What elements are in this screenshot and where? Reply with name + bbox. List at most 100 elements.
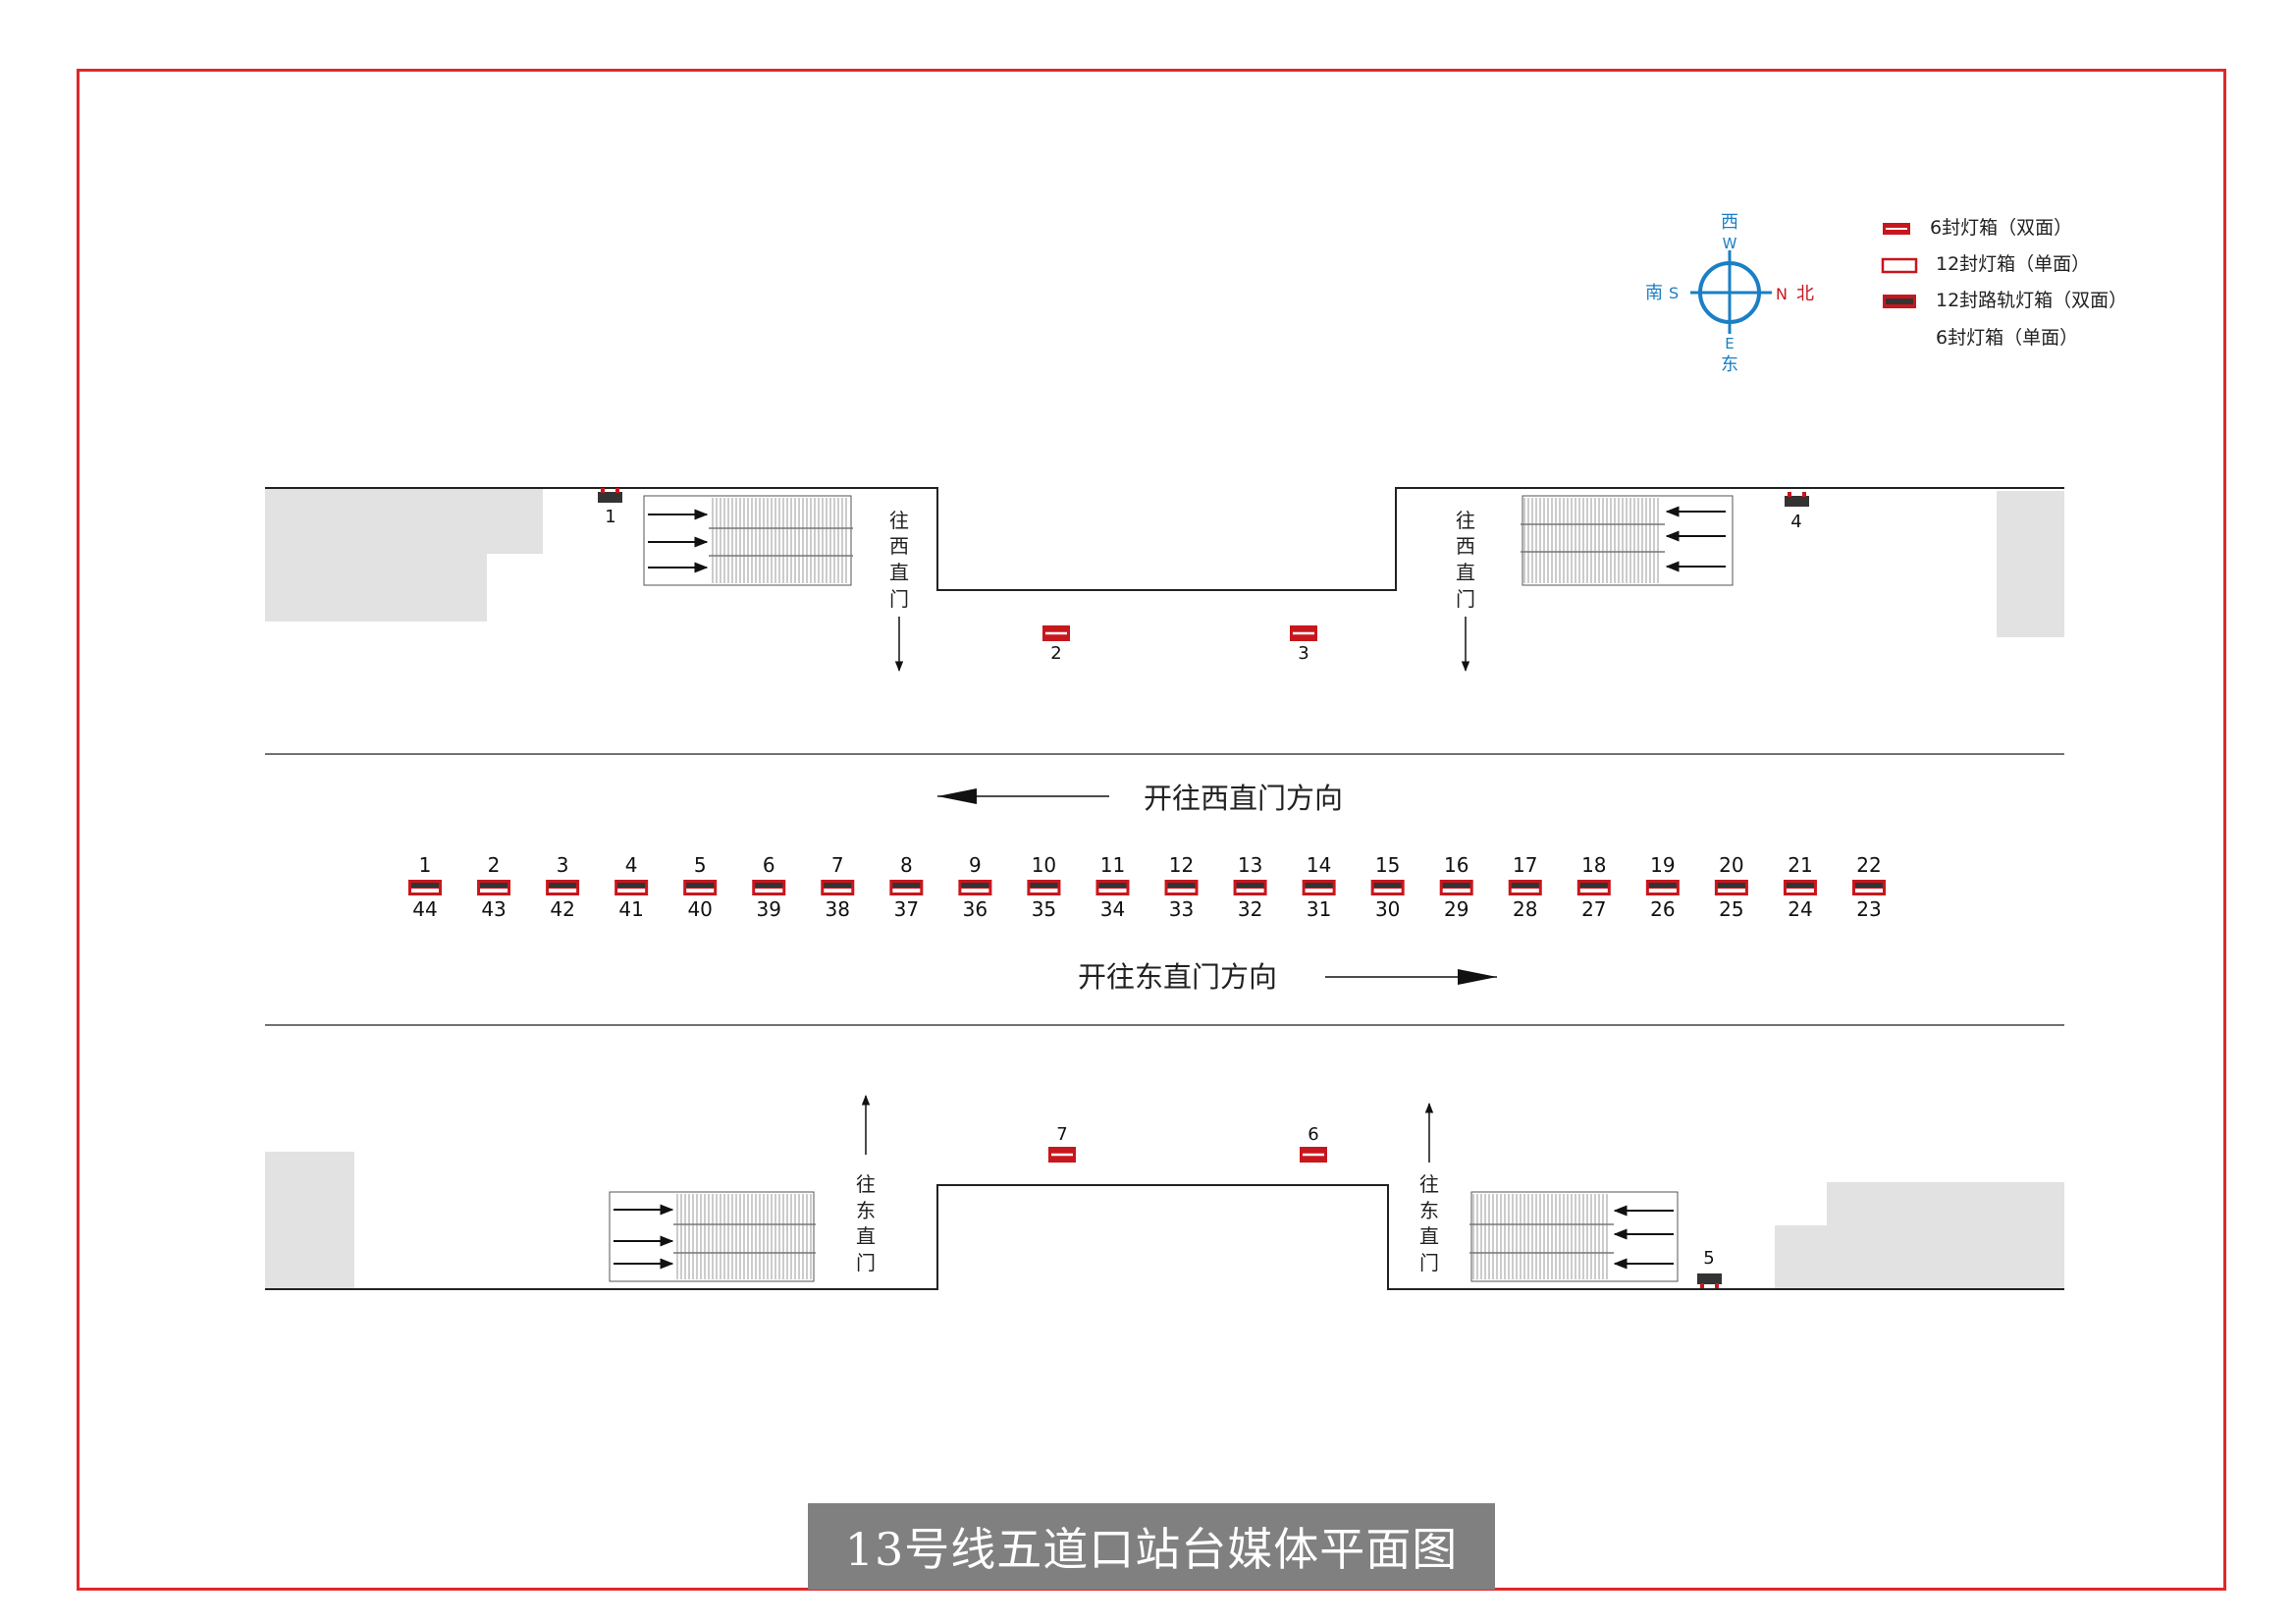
- rail-lightbox-gap: [1236, 889, 1264, 893]
- rail-lightbox-face: [1648, 883, 1677, 888]
- rail-lightbox-face: [1167, 883, 1196, 888]
- track-number-top: 2: [488, 853, 501, 877]
- rail-lightbox-gap: [1786, 889, 1814, 893]
- box-double-6-icon: [1883, 223, 1910, 235]
- svg-text:直: 直: [889, 561, 909, 584]
- track-number-bottom: 44: [412, 897, 437, 921]
- rail-lightbox-face: [617, 883, 646, 888]
- compass-bottom-en: E: [1725, 335, 1734, 352]
- track-number-top: 16: [1444, 853, 1468, 877]
- top-exit-right-label: 往 西 直 门: [1456, 509, 1475, 673]
- svg-text:西: 西: [889, 534, 909, 558]
- escalator-top-left: [643, 495, 853, 586]
- rail-lightbox-face: [1098, 883, 1127, 888]
- track-number-bottom: 26: [1650, 897, 1675, 921]
- svg-text:门: 门: [856, 1251, 876, 1274]
- compass-left-cn: 南: [1645, 283, 1663, 303]
- compass-bottom-cn: 东: [1721, 354, 1738, 375]
- svg-text:门: 门: [1456, 587, 1475, 611]
- track-number-top: 15: [1375, 853, 1400, 877]
- svg-text:东: 东: [1419, 1199, 1439, 1222]
- rail-lightbox-face: [1030, 883, 1058, 888]
- direction-west-label: 开往西直门方向: [1144, 782, 1343, 815]
- track-number-bottom: 33: [1169, 897, 1194, 921]
- svg-text:1: 1: [605, 507, 615, 527]
- track-number-bottom: 37: [894, 897, 919, 921]
- track-number-bottom: 41: [618, 897, 643, 921]
- rail-lightbox-face: [824, 883, 852, 888]
- track-number-top: 6: [763, 853, 775, 877]
- rail-lightbox-face: [480, 883, 508, 888]
- rail-lightbox-gap: [1442, 889, 1470, 893]
- track-number-top: 18: [1581, 853, 1606, 877]
- rail-lightbox-face: [1579, 883, 1608, 888]
- legend: 6封灯箱（双面） 12封灯箱（单面） 12封路轨灯箱（双面） 6封灯箱（单面）: [1881, 217, 2127, 349]
- compass-top-cn: 西: [1721, 212, 1738, 233]
- track-number-top: 17: [1513, 853, 1537, 877]
- top-platform-outline: [265, 487, 2064, 637]
- bottom-lightbox-5: 5: [1697, 1248, 1722, 1288]
- svg-text:2: 2: [1050, 643, 1061, 664]
- bottom-exit-left-label: 往 东 直 门: [856, 1094, 876, 1274]
- top-lightbox-3: 3: [1290, 625, 1317, 664]
- track-lightbox: 441: [614, 853, 649, 921]
- rail-lightbox-face: [1442, 883, 1470, 888]
- top-lightbox-2: 2: [1042, 625, 1070, 664]
- page-title: 13号线五道口站台媒体平面图: [808, 1503, 1495, 1590]
- track-lightbox: 21 24: [1783, 853, 1817, 921]
- track-number-top: 14: [1307, 853, 1331, 877]
- legend-label-4: 6封灯箱（单面）: [1936, 327, 2078, 349]
- svg-text:直: 直: [1419, 1224, 1439, 1248]
- track-number-bottom: 24: [1788, 897, 1812, 921]
- track-number-bottom: 39: [757, 897, 781, 921]
- svg-text:5: 5: [1703, 1248, 1714, 1269]
- top-lightbox-1: 1: [598, 488, 622, 527]
- track-lightbox: 540: [683, 853, 718, 921]
- rail-lightbox-face: [1855, 883, 1883, 888]
- rail-lightbox-face: [411, 883, 439, 888]
- rail-lightbox-gap: [1717, 889, 1745, 893]
- track-number-top: 19: [1650, 853, 1675, 877]
- rail-lightbox-gap: [1098, 889, 1127, 893]
- track-number-bottom: 35: [1032, 897, 1056, 921]
- track-number-bottom: 34: [1100, 897, 1125, 921]
- rail-lightbox-face: [1236, 883, 1264, 888]
- svg-text:西: 西: [1456, 534, 1475, 558]
- rail-lightbox-gap: [892, 889, 921, 893]
- top-exit-left-label: 往 西 直 门: [889, 509, 909, 673]
- track-lightbox-row: 1442433424415406397388379361035113412331…: [408, 853, 1886, 921]
- track-number-bottom: 27: [1581, 897, 1606, 921]
- track-number-bottom: 42: [550, 897, 574, 921]
- rail-lightbox-gap: [1030, 889, 1058, 893]
- track-lightbox: 243: [477, 853, 511, 921]
- rail-lightbox-gap: [755, 889, 783, 893]
- rail-lightbox-gap: [549, 889, 577, 893]
- bottom-lightbox-6: 6: [1300, 1124, 1327, 1163]
- direction-east-label: 开往东直门方向: [1078, 960, 1277, 994]
- rail-lightbox-gap: [1648, 889, 1677, 893]
- legend-label-3: 12封路轨灯箱（双面）: [1936, 290, 2127, 311]
- direction-west: 开往西直门方向: [937, 782, 1343, 815]
- track-number-top: 21: [1788, 853, 1812, 877]
- rail-lightbox-face: [1373, 883, 1402, 888]
- track-number-bottom: 28: [1513, 897, 1537, 921]
- bottom-exit-right-label: 往 东 直 门: [1419, 1102, 1439, 1274]
- svg-text:门: 门: [1419, 1251, 1439, 1274]
- compass-top-en: W: [1723, 235, 1737, 252]
- rail-lightbox-face: [1786, 883, 1814, 888]
- rail-lightbox-gap: [686, 889, 715, 893]
- rail-lightbox-gap: [1373, 889, 1402, 893]
- track-lightbox: 3 42: [546, 853, 580, 921]
- svg-text:往: 往: [856, 1172, 876, 1196]
- track-number-top: 3: [557, 853, 569, 877]
- compass-right-en: N: [1776, 285, 1788, 303]
- direction-east: 开往东直门方向: [1078, 960, 1497, 994]
- box-rail-12-icon: [1883, 295, 1916, 308]
- track-number-top: 22: [1856, 853, 1881, 877]
